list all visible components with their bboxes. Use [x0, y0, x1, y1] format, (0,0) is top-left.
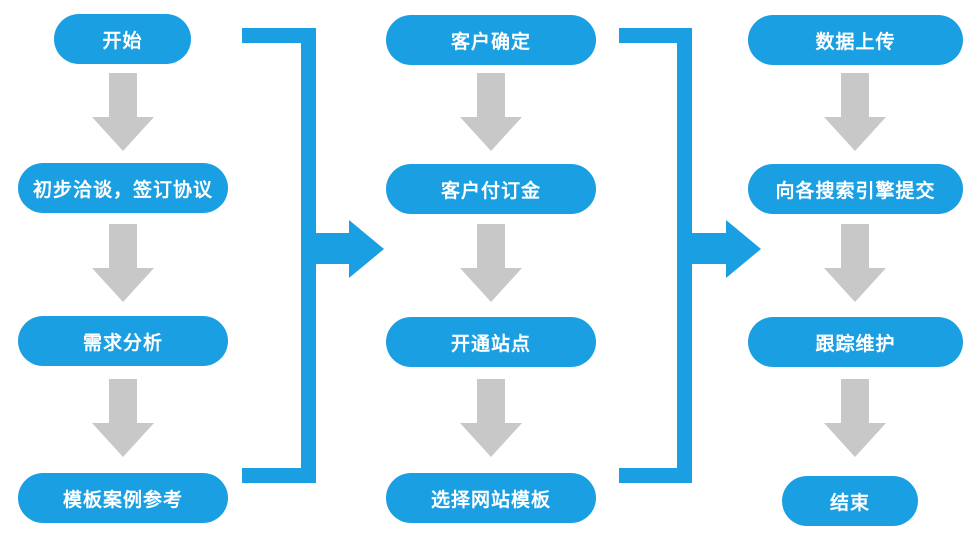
flow-node-end: 结束: [782, 476, 918, 526]
down-arrow-icon: [460, 379, 522, 457]
flow-node-requirements-analysis: 需求分析: [18, 316, 228, 366]
flow-node-data-upload: 数据上传: [748, 15, 963, 65]
flow-node-customer-deposit: 客户付订金: [386, 164, 596, 214]
down-arrow-stem: [477, 224, 505, 268]
down-arrow-stem: [109, 73, 137, 117]
down-arrow-head: [92, 423, 154, 457]
down-arrow-icon: [460, 73, 522, 151]
right-arrow-icon: [726, 220, 761, 278]
right-arrow-stem: [692, 233, 726, 264]
connector-vertical-line: [677, 28, 692, 483]
down-arrow-icon: [824, 73, 886, 151]
flow-node-customer-confirm: 客户确定: [386, 15, 596, 65]
flow-node-start: 开始: [54, 14, 191, 64]
connector-top-line: [619, 28, 692, 43]
down-arrow-head: [460, 117, 522, 151]
flow-node-open-site: 开通站点: [386, 317, 596, 367]
down-arrow-stem: [477, 73, 505, 117]
flow-node-track-maintenance: 跟踪维护: [748, 317, 963, 367]
down-arrow-head: [460, 423, 522, 457]
right-arrow-stem: [316, 233, 349, 264]
down-arrow-stem: [841, 379, 869, 423]
down-arrow-icon: [460, 224, 522, 302]
down-arrow-stem: [477, 379, 505, 423]
down-arrow-icon: [92, 73, 154, 151]
down-arrow-icon: [92, 224, 154, 302]
connector-bottom-line: [619, 468, 692, 483]
down-arrow-icon: [92, 379, 154, 457]
down-arrow-stem: [109, 379, 137, 423]
flow-node-choose-website-template: 选择网站模板: [386, 473, 596, 523]
down-arrow-stem: [841, 224, 869, 268]
down-arrow-head: [460, 268, 522, 302]
down-arrow-head: [824, 423, 886, 457]
down-arrow-head: [92, 268, 154, 302]
connector-vertical-line: [301, 28, 316, 483]
down-arrow-icon: [824, 379, 886, 457]
flow-node-submit-search-engines: 向各搜索引擎提交: [748, 164, 963, 214]
flow-node-template-reference: 模板案例参考: [18, 473, 228, 523]
connector-top-line: [242, 28, 316, 43]
down-arrow-head: [824, 268, 886, 302]
connector-bottom-line: [242, 468, 316, 483]
down-arrow-stem: [841, 73, 869, 117]
down-arrow-head: [824, 117, 886, 151]
down-arrow-head: [92, 117, 154, 151]
down-arrow-stem: [109, 224, 137, 268]
right-arrow-icon: [349, 220, 384, 278]
flow-node-initial-negotiation: 初步洽谈，签订协议: [18, 163, 228, 213]
down-arrow-icon: [824, 224, 886, 302]
